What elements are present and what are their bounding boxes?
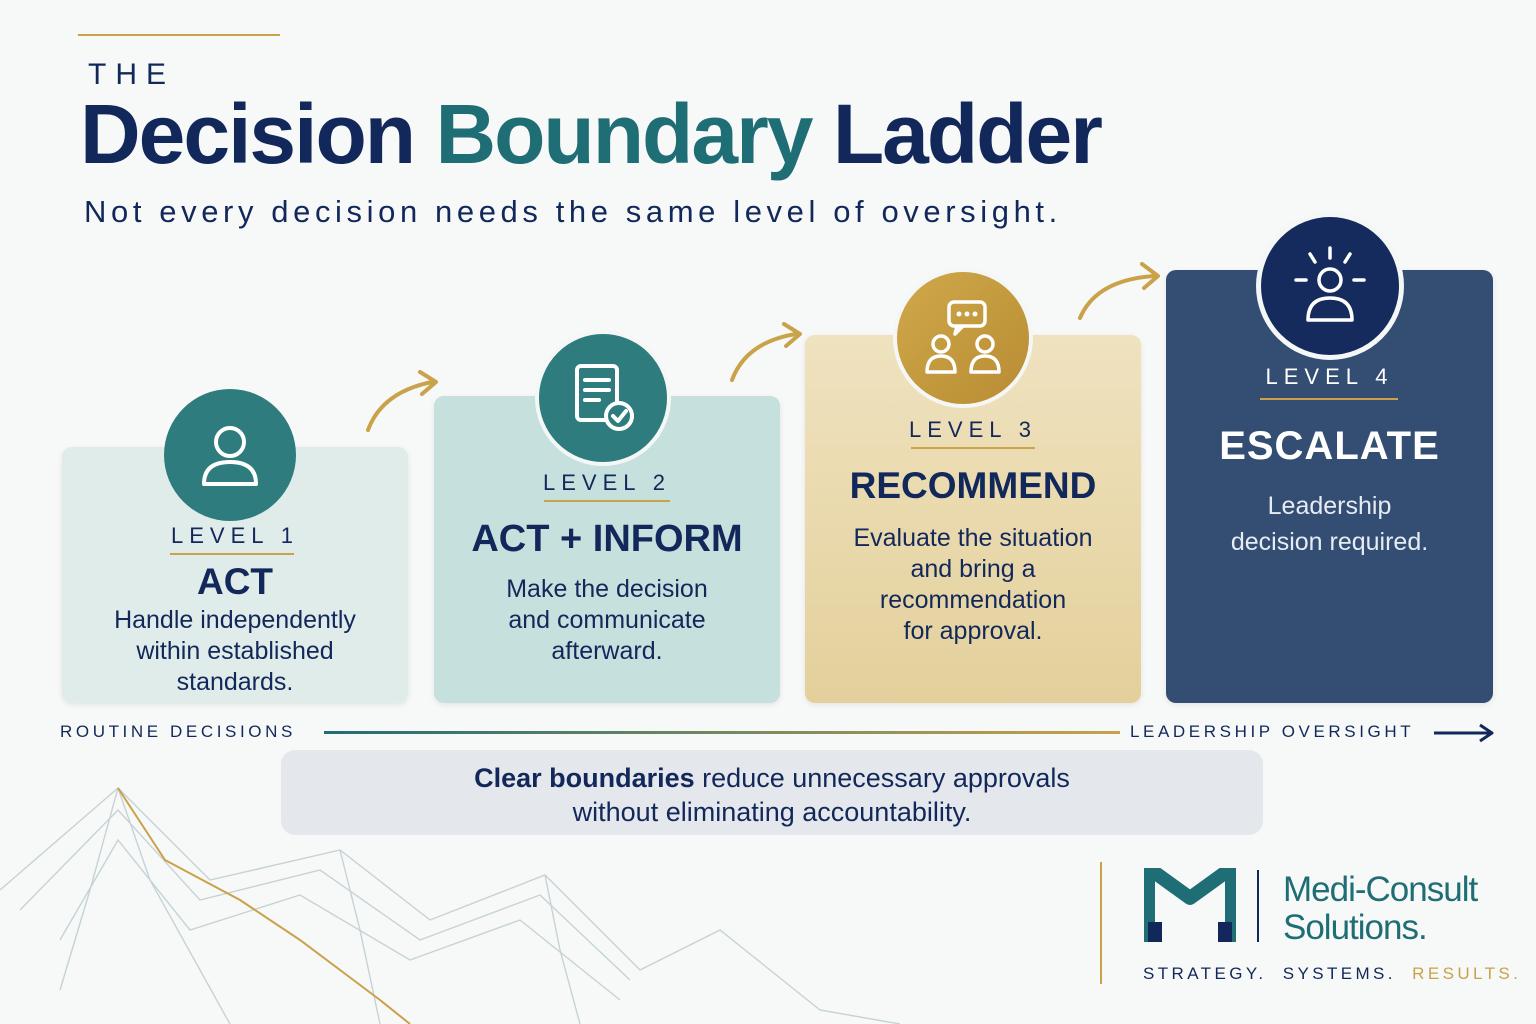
discussion-icon [925,300,1001,374]
step-arrow-2 [730,322,802,382]
leader-spotlight-icon [1294,246,1366,322]
level-1-card: LEVEL 1 ACT Handle independently within … [62,447,408,703]
brand-tagline: STRATEGY. SYSTEMS. RESULTS. [1143,964,1522,983]
brand-logo-icon [1144,868,1236,942]
step-arrow-3 [1078,262,1160,320]
level-label: LEVEL 1 [170,523,300,548]
level-label: LEVEL 4 [1265,364,1394,389]
key-message-box: Clear boundaries reduce unnecessary appr… [281,750,1263,835]
scale-arrow-icon [1434,723,1494,743]
level-1-icon-circle [164,389,296,521]
message-line-1: reduce unnecessary approvals [694,763,1070,793]
person-icon [202,426,258,486]
level-4-card: LEVEL 4 ESCALATE Leadership decision req… [1166,270,1493,703]
mountain-background [0,787,900,1024]
document-check-icon [575,364,634,431]
message-line-2: without eliminating accountability. [572,797,972,827]
level-description: Make the decision and communicate afterw… [506,575,708,665]
scale-right-label: LEADERSHIP OVERSIGHT [1130,722,1415,741]
level-3-card: LEVEL 3 RECOMMEND Evaluate the situation… [805,335,1141,703]
title-word-decision: Decision [80,87,416,181]
logo-inner-divider [1257,870,1259,942]
level-label: LEVEL 3 [908,417,1038,442]
level-name: ACT [196,561,274,602]
message-bold: Clear boundaries [474,763,695,793]
level-2-icon-circle [535,330,671,466]
level-label: LEVEL 2 [542,470,672,495]
level-description: Handle independently within established … [114,606,356,696]
logo-divider [1100,862,1102,984]
scale-gradient-line [324,731,1120,734]
level-name: RECOMMEND [849,465,1097,506]
level-name: ESCALATE [1219,424,1440,468]
level-4-icon-circle [1256,212,1404,360]
level-rule [1260,398,1398,400]
page-title: Decision Boundary Ladder [80,92,1103,176]
brand-name-line-2: Solutions. [1283,908,1428,947]
scale-left-label: ROUTINE DECISIONS [60,722,296,741]
top-accent-rule [78,34,280,36]
level-description: Leadership decision required. [1230,492,1429,556]
level-rule [544,500,670,502]
level-description: Evaluate the situation and bring a recom… [853,524,1093,645]
level-rule [911,447,1035,449]
step-arrow-1 [366,370,438,432]
title-word-boundary: Boundary [435,87,813,181]
level-3-icon-circle [893,268,1033,408]
title-word-ladder: Ladder [832,87,1103,181]
brand-name-line-1: Medi-Consult [1283,870,1478,909]
level-rule [170,553,294,555]
pre-title: THE [88,58,175,91]
subtitle: Not every decision needs the same level … [84,194,1062,229]
level-name: ACT + INFORM [471,518,743,560]
